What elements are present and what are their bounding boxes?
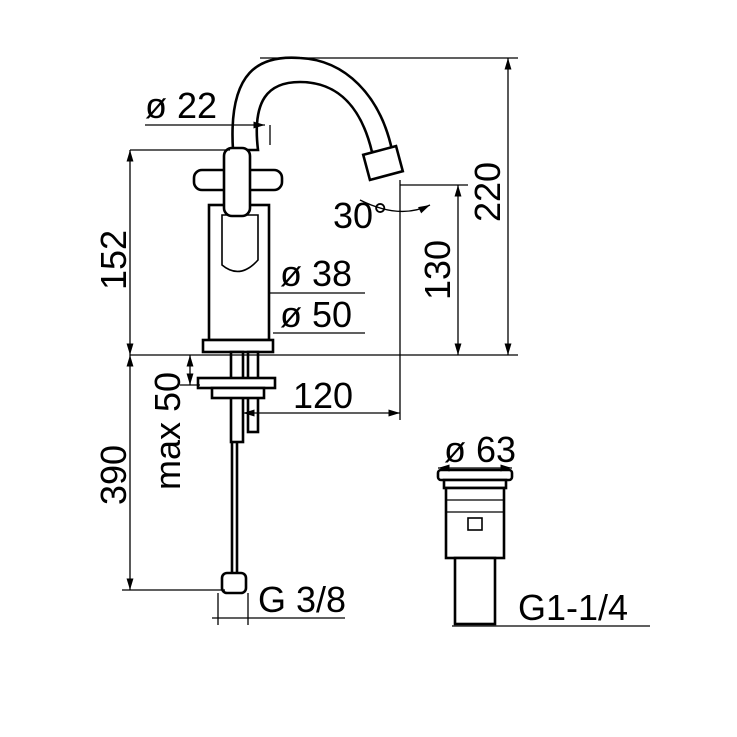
label-handle-height: 152	[93, 230, 134, 290]
label-base-diameter: ø 50	[280, 294, 352, 335]
label-drain-diameter: ø 63	[444, 429, 516, 470]
label-spout-angle: 30°	[333, 195, 387, 236]
spout	[231, 56, 394, 154]
drain	[436, 468, 514, 626]
label-drain-thread: G1-1/4	[518, 587, 628, 628]
label-total-height: 220	[467, 162, 508, 222]
spout-nozzle	[361, 144, 405, 182]
drain-cap	[436, 468, 514, 482]
label-hose-connection: G 3/8	[258, 579, 346, 620]
cross-handle-vertical	[222, 146, 252, 218]
dimension-lines	[122, 57, 650, 627]
label-body-diameter: ø 38	[280, 253, 352, 294]
fixing-plate	[196, 376, 277, 390]
label-spout-diameter: ø 22	[145, 85, 217, 126]
hose-fitting	[220, 571, 248, 595]
base-plate	[201, 338, 275, 354]
label-spout-reach: 120	[293, 375, 353, 416]
label-hose-length: 390	[93, 445, 134, 505]
faucet	[192, 56, 405, 595]
label-max-deck-thickness: max 50	[147, 372, 188, 490]
body-lever	[221, 214, 259, 273]
drain-pipe	[453, 556, 497, 626]
fixing-nut	[210, 386, 266, 400]
label-spout-outlet-height: 130	[417, 240, 458, 300]
